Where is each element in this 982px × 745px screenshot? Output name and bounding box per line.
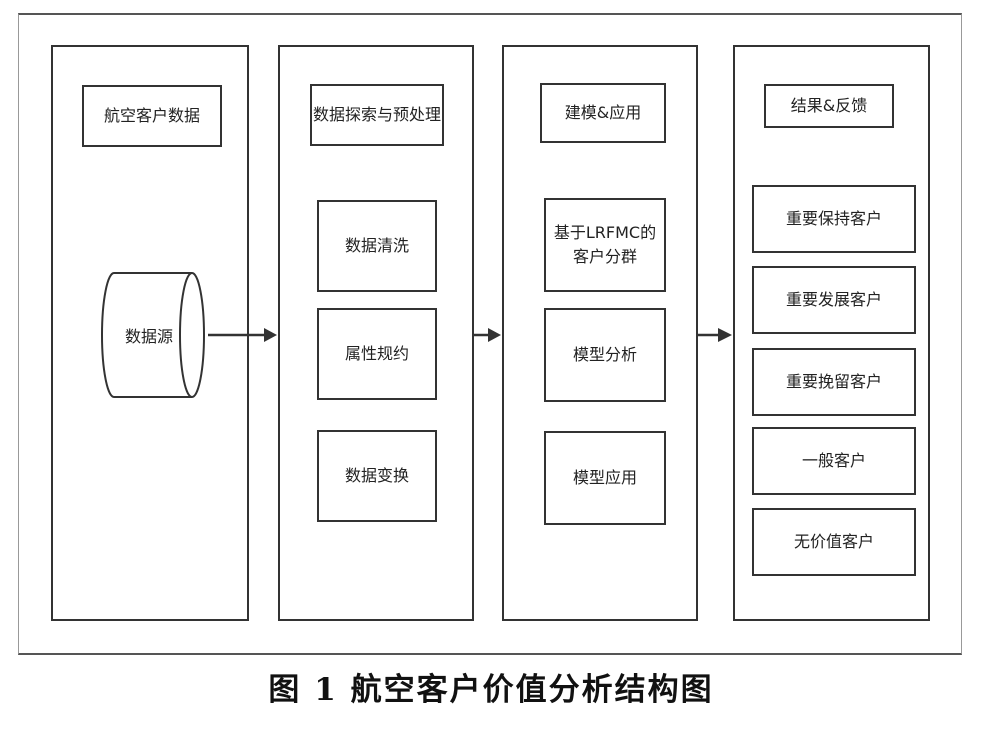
- box-low-value: 无价值客户: [752, 508, 916, 576]
- header-exploration: 数据探索与预处理: [310, 84, 444, 146]
- figure-caption: 图 1 航空客户价值分析结构图: [268, 672, 714, 708]
- box-important-winback: 重要挽留客户: [752, 348, 916, 416]
- arrow-modeling-to-results: [698, 328, 732, 342]
- header-results: 结果&反馈: [764, 84, 894, 128]
- box-important-develop: 重要发展客户: [752, 266, 916, 334]
- data-source-cylinder-icon: [101, 272, 205, 398]
- header-modeling: 建模&应用: [540, 83, 666, 143]
- box-data-transformation: 数据变换: [317, 430, 437, 522]
- box-attribute-reduction: 属性规约: [317, 308, 437, 400]
- arrow-exploration-to-modeling: [474, 328, 501, 342]
- box-general: 一般客户: [752, 427, 916, 495]
- data-source-label: 数据源: [124, 327, 173, 346]
- diagram-frame: [18, 13, 962, 655]
- header-customer-data: 航空客户数据: [82, 85, 222, 147]
- box-model-application: 模型应用: [544, 431, 666, 525]
- arrow-source-to-exploration: [208, 328, 277, 342]
- box-data-cleaning: 数据清洗: [317, 200, 437, 292]
- box-model-analysis: 模型分析: [544, 308, 666, 402]
- box-lrfmc-segmentation: 基于LRFMC的 客户分群: [544, 198, 666, 292]
- box-important-retain: 重要保持客户: [752, 185, 916, 253]
